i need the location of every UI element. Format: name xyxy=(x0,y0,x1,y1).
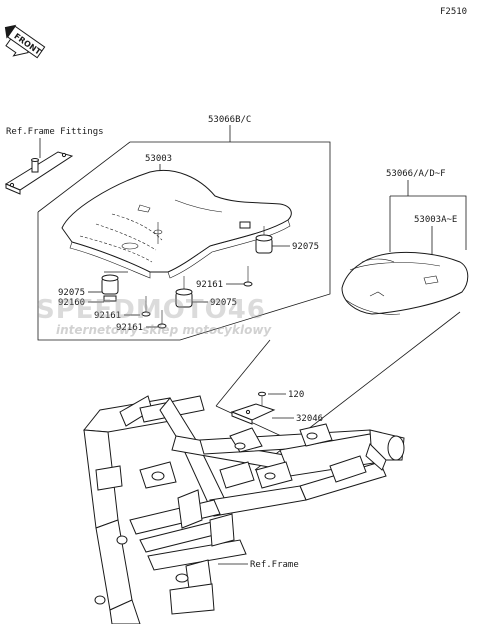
group-box-main xyxy=(37,141,331,341)
group-box-alt xyxy=(390,195,467,250)
label-damper-lower: 92075 xyxy=(210,298,237,308)
damper-right xyxy=(255,226,273,254)
screw-left xyxy=(141,296,151,317)
label-ref-frame: Ref.Frame xyxy=(250,560,299,570)
watermark-brand: SPEEDMOTO46 xyxy=(36,295,266,325)
motorcycle-frame xyxy=(83,395,405,624)
label-damper-left: 92075 xyxy=(58,288,85,298)
label-ref-frame-fittings: Ref.Frame Fittings xyxy=(6,127,104,137)
watermark-tagline: internetowy sklep motocyklowy xyxy=(56,323,272,337)
damper-left xyxy=(101,274,119,302)
label-bracket: 32046 xyxy=(296,414,323,424)
label-seat-cover-main: 53003 xyxy=(145,154,172,164)
leader-main-to-frame xyxy=(215,339,271,407)
bracket-32046 xyxy=(230,403,276,425)
label-seat-assy-alt: 53066/A/D~F xyxy=(386,169,446,179)
main-seat xyxy=(61,170,292,279)
group-box-main-edge xyxy=(37,141,131,213)
screw-bottom xyxy=(157,310,167,329)
label-collar: 92160 xyxy=(58,298,85,308)
label-screw-left: 92161 xyxy=(94,311,121,321)
label-screw-right: 92161 xyxy=(196,280,223,290)
label-seat-cover-alt: 53003A~E xyxy=(414,215,457,225)
label-seat-assy-main: 53066B/C xyxy=(208,115,251,125)
alt-seat xyxy=(341,251,469,315)
frame-fitting-bracket xyxy=(4,151,74,195)
screw-right xyxy=(243,266,253,287)
label-damper-right: 92075 xyxy=(292,242,319,252)
damper-lower xyxy=(175,276,193,308)
label-bolt: 120 xyxy=(288,390,304,400)
leader-main-to-frame-2 xyxy=(215,405,291,441)
label-screw-bottom: 92161 xyxy=(116,323,143,333)
figure-code: F2510 xyxy=(440,7,467,17)
